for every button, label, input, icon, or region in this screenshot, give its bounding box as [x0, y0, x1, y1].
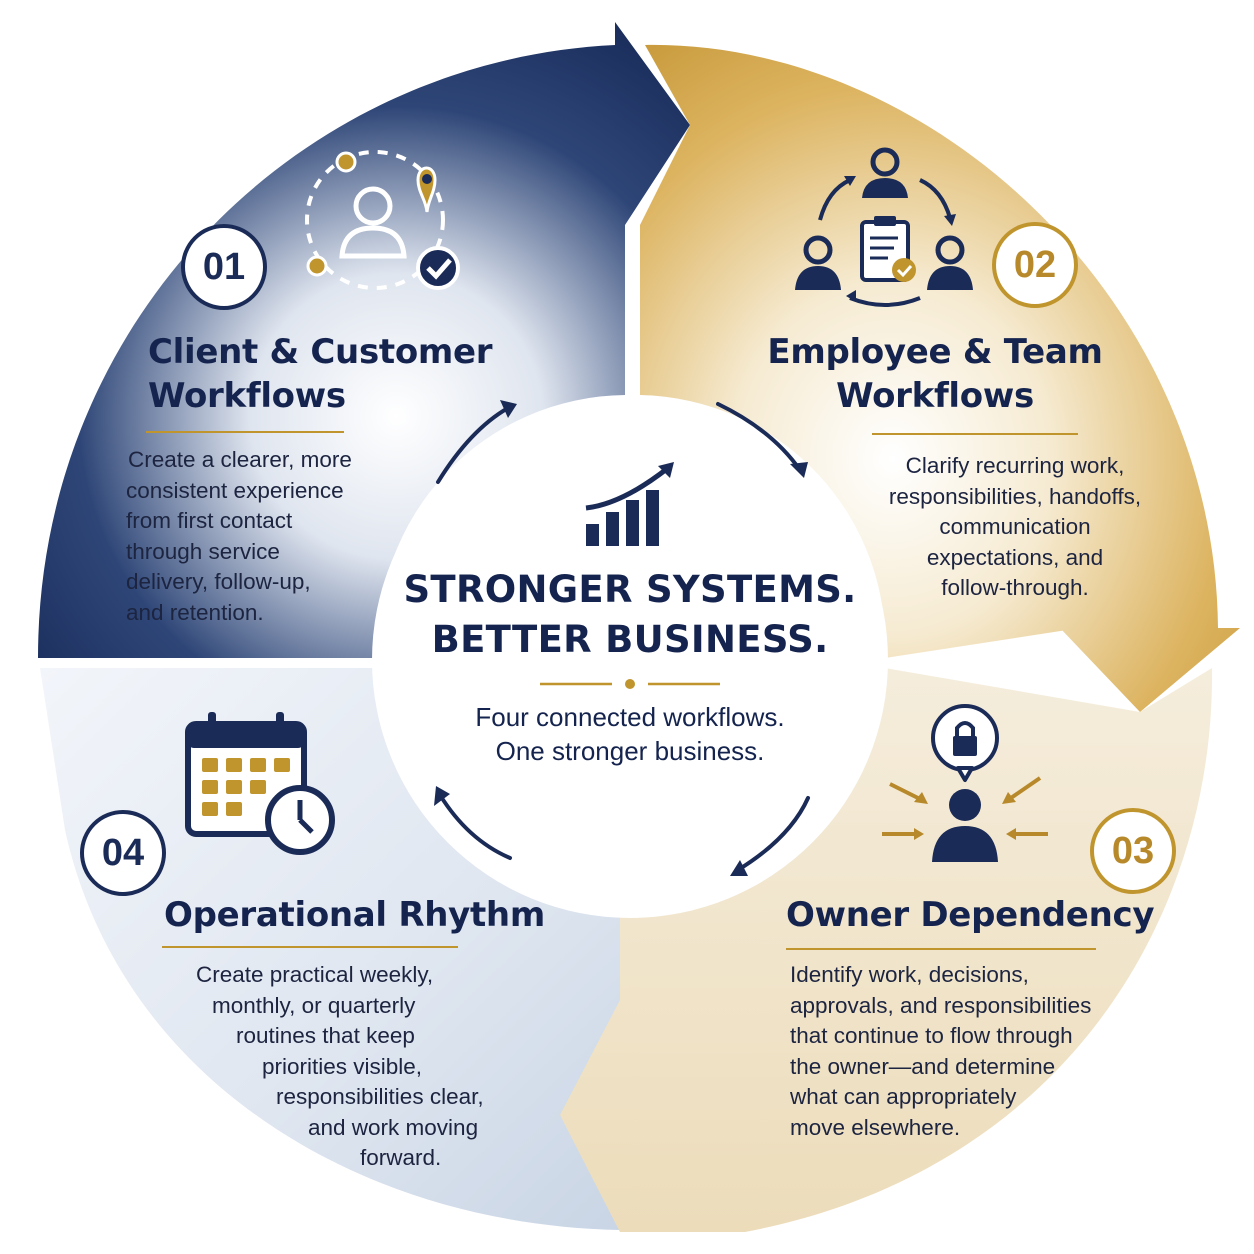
headline-line-2: BETTER BUSINESS. — [431, 618, 829, 661]
segment-02-title: Employee & Team Workflows — [760, 330, 1110, 418]
segment-04-description: Create practical weekly, monthly, or qua… — [120, 960, 484, 1174]
segment-03-description: Identify work, decisions, approvals, and… — [790, 960, 1091, 1143]
segment-02-line-5: follow-through. — [941, 575, 1089, 600]
team-handoff-icon — [795, 147, 973, 307]
segment-01-line-1: Create a clearer, more — [128, 447, 352, 472]
segment-03-line-1: Identify work, decisions, — [790, 962, 1029, 987]
segment-04-line-1: Create practical weekly, — [196, 962, 434, 987]
segment-03-line-2: approvals, and responsibilities — [790, 992, 1092, 1018]
segment-03-title: Owner Dependency — [786, 893, 1154, 937]
segment-03-divider — [786, 948, 1096, 950]
segment-01-line-2: consistent experience — [126, 477, 344, 503]
subtitle-line-2: One stronger business. — [495, 736, 765, 766]
center-disc — [372, 402, 888, 918]
segment-02-line-1: Clarify recurring work, — [905, 453, 1125, 478]
segment-01-description: Create a clearer, more consistent experi… — [126, 445, 352, 628]
segment-03-line-6: move elsewhere. — [790, 1114, 961, 1140]
segment-01-divider — [146, 431, 344, 433]
segment-01-shape — [38, 22, 690, 658]
segment-04-title: Operational Rhythm — [164, 893, 545, 937]
headline-line-1: STRONGER SYSTEMS. — [403, 568, 857, 611]
segment-04-line-6: and work moving — [308, 1114, 479, 1140]
segment-01-line-3: from first contact — [126, 508, 293, 533]
segment-04-line-7: forward. — [360, 1145, 442, 1170]
inner-cycle-arrows — [436, 402, 810, 872]
segment-02-line-2: responsibilities, handoffs, — [888, 483, 1142, 509]
owner-lock-icon — [882, 704, 1048, 862]
segment-04-line-3: routines that keep — [236, 1023, 415, 1048]
segment-04-title-line-1: Operational Rhythm — [164, 895, 545, 935]
segment-03-number: 03 — [1090, 808, 1176, 894]
segment-01-line-4: through service — [126, 538, 280, 564]
segment-04-line-2: monthly, or quarterly — [212, 992, 416, 1018]
segment-03-line-5: what can appropriately — [790, 1084, 1017, 1109]
segment-01-title-line-1: Client & Customer — [148, 332, 493, 372]
segment-01-title-line-2: Workflows — [148, 376, 346, 416]
segment-04-number: 04 — [80, 810, 166, 896]
subtitle-line-1: Four connected workflows. — [475, 702, 785, 732]
segment-01-line-5: delivery, follow-up, — [126, 569, 311, 594]
segment-03-title-line-1: Owner Dependency — [786, 895, 1155, 935]
segment-02-number: 02 — [992, 222, 1078, 308]
segment-02-line-4: expectations, and — [926, 544, 1104, 570]
segment-01-title: Client & Customer Workflows — [148, 330, 493, 418]
segment-02-shape — [640, 44, 1240, 712]
segment-04-line-5: responsibilities clear, — [276, 1084, 484, 1109]
segment-03-shape — [560, 668, 1213, 1232]
segment-02-line-3: communication — [939, 514, 1091, 539]
calendar-clock-icon — [185, 712, 335, 855]
segment-03-line-4: the owner—and determine — [790, 1053, 1056, 1079]
segment-01-line-6: and retention. — [126, 599, 264, 625]
segment-04-divider — [162, 946, 458, 948]
segment-02-divider — [872, 433, 1078, 435]
center-subtitle: Four connected workflows. One stronger b… — [380, 700, 880, 768]
segment-01-number: 01 — [181, 224, 267, 310]
segment-02-description: Clarify recurring work, responsibilities… — [880, 451, 1150, 604]
center-headline: STRONGER SYSTEMS. BETTER BUSINESS. — [380, 565, 880, 665]
segment-02-title-line-1: Employee & Team — [767, 332, 1103, 372]
customer-journey-icon — [305, 150, 460, 290]
segment-03-line-3: that continue to flow through — [790, 1023, 1073, 1048]
growth-chart-icon — [585, 462, 674, 546]
segment-02-title-line-2: Workflows — [836, 376, 1034, 416]
segment-04-line-4: priorities visible, — [262, 1053, 423, 1079]
